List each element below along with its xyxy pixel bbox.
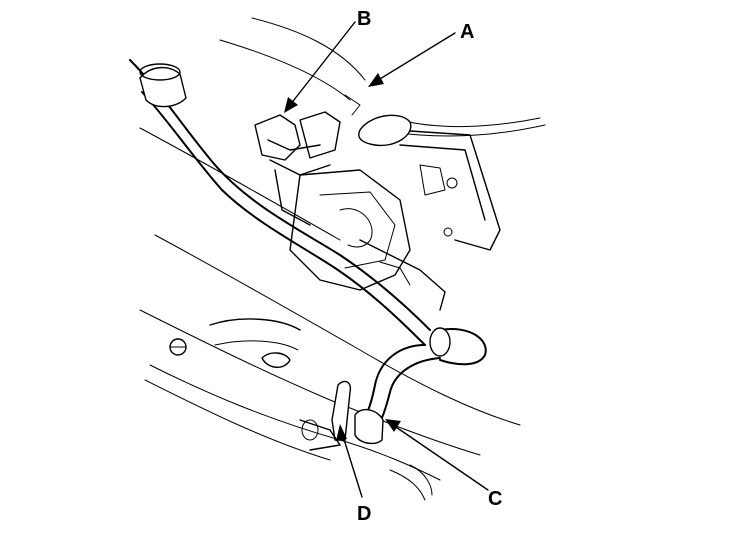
upper-body-panel	[219, 17, 546, 137]
leader-c-arrow	[392, 424, 489, 491]
frame-bracket	[394, 129, 501, 251]
arrowhead-c	[385, 419, 401, 432]
center-housing	[289, 169, 446, 311]
callout-b-label: B	[357, 8, 371, 30]
leader-b-arrow	[289, 21, 356, 106]
leader-arrows	[284, 21, 489, 498]
frame-rail	[139, 127, 521, 481]
leader-a-arrow	[374, 32, 456, 83]
arrowhead-b	[284, 97, 298, 113]
callout-d-label: D	[357, 503, 371, 525]
pipe-bracket	[299, 380, 433, 501]
arrowhead-a	[368, 73, 384, 87]
mount-bolt	[344, 94, 412, 147]
leader-d-arrow	[341, 432, 363, 498]
hose-clip	[254, 111, 341, 226]
callout-a-label: A	[460, 21, 474, 43]
callout-c-label: C	[488, 488, 502, 510]
lower-pipe	[354, 327, 487, 445]
vacuum-hose	[129, 59, 431, 346]
arrowhead-d	[336, 424, 347, 441]
